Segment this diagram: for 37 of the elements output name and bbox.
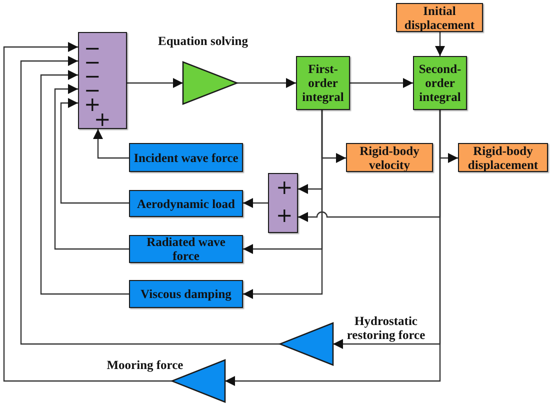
block-label: Mooring force (106, 358, 184, 372)
block-label: Equation solving (157, 34, 249, 48)
operator-sign: − (84, 83, 101, 97)
arrow (435, 32, 445, 56)
operator-sign: + (94, 112, 111, 126)
arrow (60, 98, 129, 204)
block-label: Hydrostatic restoring force (346, 314, 426, 342)
arrow (54, 84, 129, 250)
process-box: Rigid-body displacement (458, 143, 548, 172)
arrow (127, 78, 183, 88)
operator-sign: − (84, 55, 101, 69)
process-box: Aerodynamic load (129, 190, 243, 217)
process-box: Second-order integral (413, 56, 467, 110)
process-box: Viscous damping (129, 280, 243, 308)
operator-sign: + (84, 97, 101, 111)
process-box: Radiated wave force (129, 235, 243, 263)
operator-sign: − (84, 69, 101, 83)
gain-triangle (280, 323, 333, 365)
arrow (93, 129, 129, 159)
arrow (20, 56, 280, 345)
arrow (237, 78, 296, 88)
arrow (243, 110, 323, 299)
arrow (3, 42, 172, 382)
operator-sign: − (84, 41, 101, 55)
arrow (225, 110, 441, 386)
arrow (243, 198, 268, 208)
process-box: First-order integral (296, 56, 350, 110)
process-box: Rigid-body velocity (346, 143, 433, 172)
gain-triangle (183, 62, 237, 104)
arrow (40, 70, 129, 295)
operator-sign: + (276, 180, 293, 194)
summing-block (268, 173, 298, 233)
process-box: Initial displacement (396, 3, 483, 32)
process-box: Incident wave force (129, 143, 243, 172)
arrow (350, 78, 413, 88)
operator-sign: + (276, 208, 293, 222)
summing-block (78, 32, 127, 129)
